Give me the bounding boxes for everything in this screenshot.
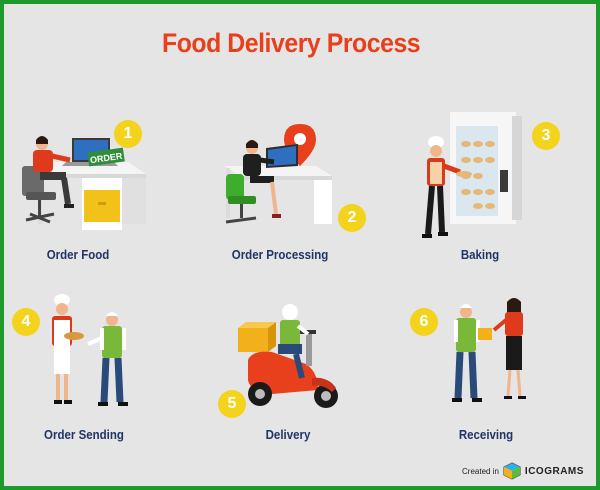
order-screen-text: ORDER — [89, 151, 123, 165]
step-3-label: Baking — [460, 248, 500, 262]
step-1-label: Order Food — [46, 248, 110, 262]
page-title: Food Delivery Process — [161, 28, 421, 58]
step-2-badge: 2 — [338, 204, 366, 232]
icograms-logo-icon — [503, 462, 521, 480]
created-in-text: Created in — [462, 466, 499, 476]
receiving-illustration — [452, 298, 526, 402]
step-6-badge: 6 — [410, 308, 438, 336]
step-6-label: Receiving — [458, 428, 514, 442]
order-processing-illustration — [224, 124, 332, 224]
step-2-label: Order Processing — [231, 248, 329, 262]
step-1-badge: 1 — [114, 120, 142, 148]
step-4-badge: 4 — [12, 308, 40, 336]
step-5-label: Delivery — [265, 428, 311, 442]
baking-illustration — [422, 112, 522, 238]
step-5-badge: 5 — [218, 390, 246, 418]
order-food-illustration: ORDER — [22, 136, 146, 230]
step-3-badge: 3 — [532, 122, 560, 150]
icograms-brand: ICOGRAMS — [524, 465, 584, 477]
order-sending-illustration — [52, 294, 128, 406]
footer-credit: Created in ICOGRAMS — [462, 462, 584, 480]
delivery-illustration — [238, 304, 338, 408]
step-4-label: Order Sending — [44, 428, 124, 442]
